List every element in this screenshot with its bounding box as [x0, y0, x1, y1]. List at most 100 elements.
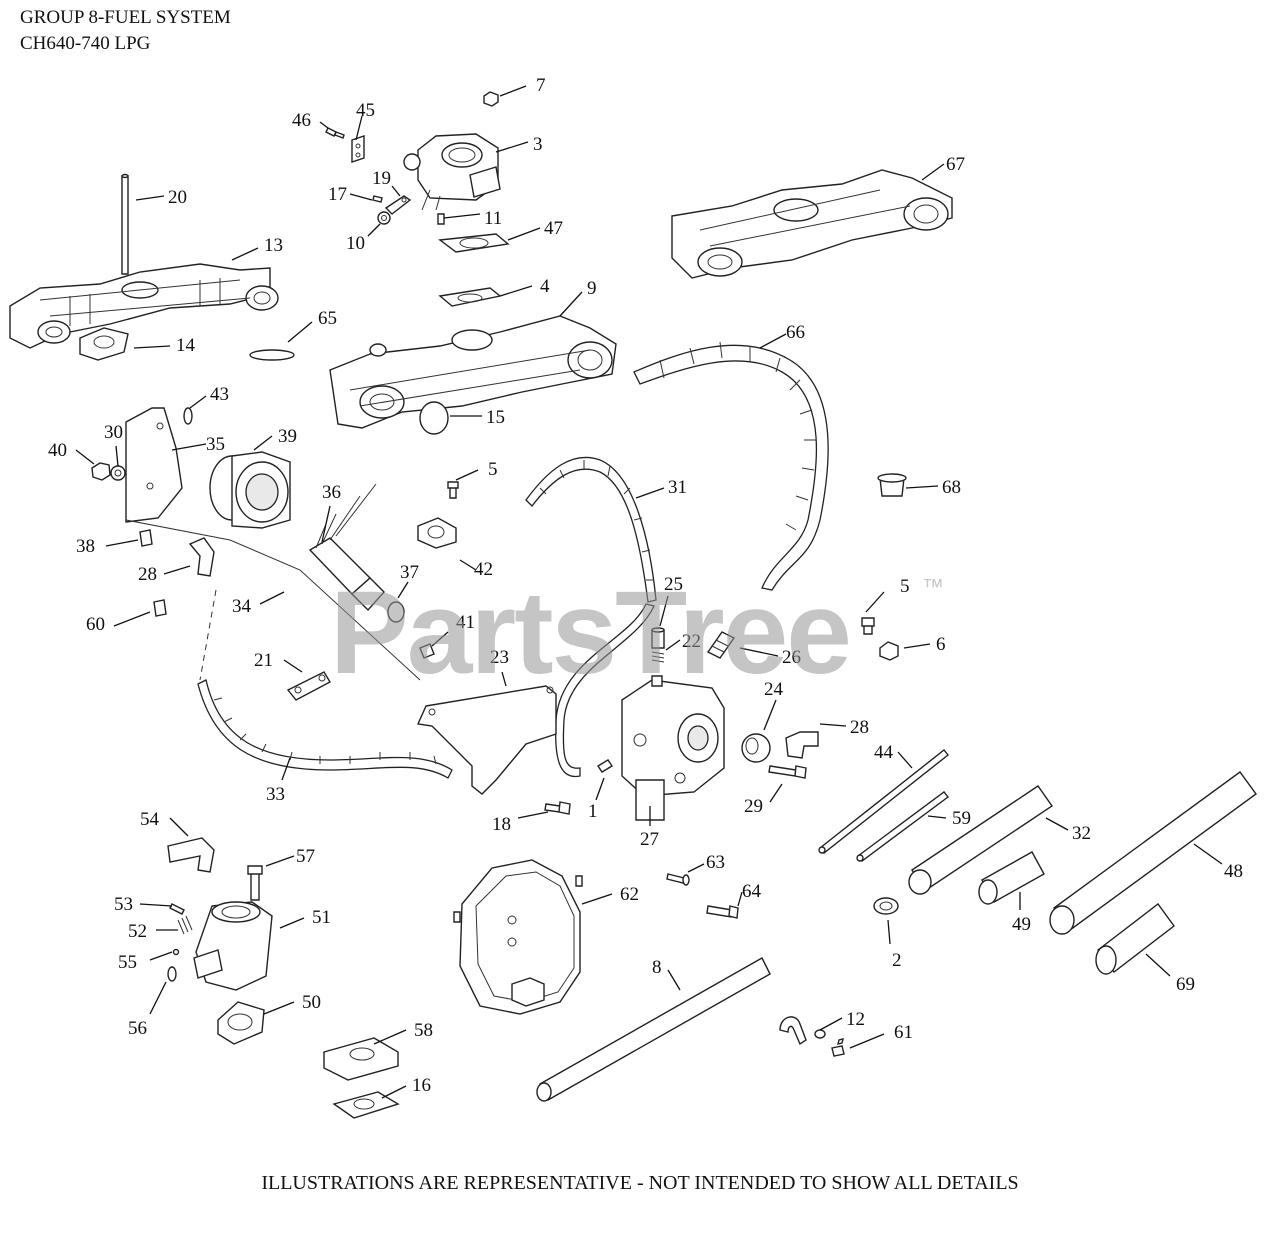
part-clamp-2[interactable] — [873, 897, 899, 915]
part-tube-49[interactable] — [978, 851, 1045, 905]
part-clip-21[interactable] — [286, 671, 331, 701]
part-oring-15[interactable] — [419, 401, 449, 435]
part-tube-44[interactable] — [818, 749, 949, 854]
part-seal-65[interactable] — [249, 349, 295, 361]
part-elbow-54[interactable] — [167, 837, 215, 873]
callout-12: 12 — [846, 1009, 865, 1030]
part-screw-61[interactable] — [831, 1038, 845, 1057]
part-washer-43[interactable] — [183, 407, 193, 425]
part-elbow-28-right[interactable] — [785, 731, 819, 759]
part-cap-24[interactable] — [741, 733, 771, 763]
part-lever-19[interactable] — [384, 195, 412, 215]
part-fitting-68[interactable] — [877, 473, 907, 497]
callout-13: 13 — [264, 235, 283, 256]
part-pin-11[interactable] — [437, 213, 445, 225]
part-hose-31[interactable] — [525, 456, 657, 603]
part-plug-38[interactable] — [139, 529, 153, 547]
callout-2: 2 — [892, 950, 902, 971]
callout-46: 46 — [292, 110, 311, 131]
callout-58: 58 — [414, 1020, 433, 1041]
part-spring-52[interactable] — [177, 915, 193, 935]
callout-47: 47 — [544, 218, 563, 239]
part-clamp-1[interactable] — [597, 759, 613, 773]
part-nut-6[interactable] — [879, 641, 899, 661]
part-spacer-58[interactable] — [323, 1037, 399, 1081]
part-bolt-29[interactable] — [768, 765, 807, 779]
part-hose-33[interactable] — [197, 679, 453, 779]
part-bracket-45[interactable] — [351, 135, 365, 163]
leader-lines — [75, 85, 1223, 1099]
part-screw-53[interactable] — [169, 903, 185, 915]
part-screw-17[interactable] — [372, 195, 383, 203]
part-bolt-18[interactable] — [544, 801, 571, 815]
callout-52: 52 — [128, 921, 147, 942]
part-ball-55[interactable] — [172, 948, 180, 956]
callout-63: 63 — [706, 852, 725, 873]
part-bolt-5-upper[interactable] — [447, 481, 459, 499]
part-tube-48[interactable] — [1049, 771, 1257, 935]
part-bolt-57[interactable] — [247, 865, 263, 901]
part-hose-66[interactable] — [633, 341, 829, 591]
diagram-title: GROUP 8-FUEL SYSTEM — [20, 7, 231, 28]
part-washer-12[interactable] — [814, 1029, 826, 1039]
part-fitting-26[interactable] — [706, 631, 736, 659]
callout-9: 9 — [587, 278, 597, 299]
part-tube-32[interactable] — [908, 785, 1053, 895]
callout-30: 30 — [104, 422, 123, 443]
part-screw-46[interactable] — [325, 127, 345, 139]
part-bolt-5-right[interactable] — [861, 617, 875, 635]
callout-60: 60 — [86, 614, 105, 635]
disclaimer-note: ILLUSTRATIONS ARE REPRESENTATIVE - NOT I… — [261, 1172, 1019, 1194]
part-manifold-9[interactable] — [329, 315, 617, 429]
callout-34: 34 — [232, 596, 252, 617]
part-clamp-42[interactable] — [417, 517, 457, 549]
part-elbow-28-left[interactable] — [188, 537, 215, 577]
part-regulator-62[interactable] — [453, 859, 583, 1015]
part-line-34[interactable] — [125, 519, 421, 681]
part-plug-60[interactable] — [153, 599, 167, 617]
part-tube-20[interactable] — [121, 173, 129, 275]
callout-23: 23 — [490, 647, 509, 668]
callout-14: 14 — [176, 335, 196, 356]
part-tube-69[interactable] — [1095, 903, 1175, 975]
part-clip-12[interactable] — [779, 1016, 807, 1046]
callout-6: 6 — [936, 634, 946, 655]
part-flange-50[interactable] — [217, 1001, 265, 1045]
part-bracket-23[interactable] — [416, 685, 557, 795]
part-mixer-51[interactable] — [193, 901, 273, 991]
part-hose-1-line[interactable] — [554, 603, 655, 778]
part-manifold-13[interactable] — [9, 263, 279, 349]
part-washer-56[interactable] — [167, 966, 177, 982]
callout-49: 49 — [1012, 914, 1031, 935]
part-nut-40[interactable] — [91, 462, 111, 481]
part-screw-64[interactable] — [706, 905, 739, 919]
callout-50: 50 — [302, 992, 321, 1013]
callout-22: 22 — [682, 631, 701, 652]
part-bracket-35[interactable] — [125, 407, 183, 523]
part-tube-59[interactable] — [856, 791, 949, 862]
part-nut-7[interactable] — [483, 91, 499, 107]
part-gasket-4[interactable] — [438, 287, 502, 307]
part-tube-8[interactable] — [536, 957, 771, 1102]
part-gasket-47[interactable] — [438, 233, 510, 253]
callout-68: 68 — [942, 477, 961, 498]
part-mixer-39[interactable] — [209, 451, 291, 529]
part-nut-10[interactable] — [377, 211, 391, 225]
part-regulator-27[interactable] — [621, 675, 725, 821]
callout-32: 32 — [1072, 823, 1091, 844]
part-gasket-16[interactable] — [332, 1091, 400, 1119]
part-cap-41[interactable] — [419, 643, 435, 659]
part-gasket-14[interactable] — [79, 327, 129, 361]
part-fitting-25[interactable] — [651, 627, 665, 649]
callout-15: 15 — [486, 407, 505, 428]
part-washer-30[interactable] — [110, 465, 126, 481]
part-cap-37[interactable] — [387, 601, 405, 623]
callout-8: 8 — [652, 957, 662, 978]
callout-4: 4 — [540, 276, 550, 297]
callout-5: 5 — [488, 459, 498, 480]
part-manifold-67[interactable] — [671, 169, 953, 279]
part-spring-22[interactable] — [651, 651, 665, 663]
part-solenoid-36[interactable] — [308, 483, 385, 612]
part-carburetor-3[interactable] — [403, 133, 501, 211]
part-screw-63[interactable] — [666, 873, 690, 886]
